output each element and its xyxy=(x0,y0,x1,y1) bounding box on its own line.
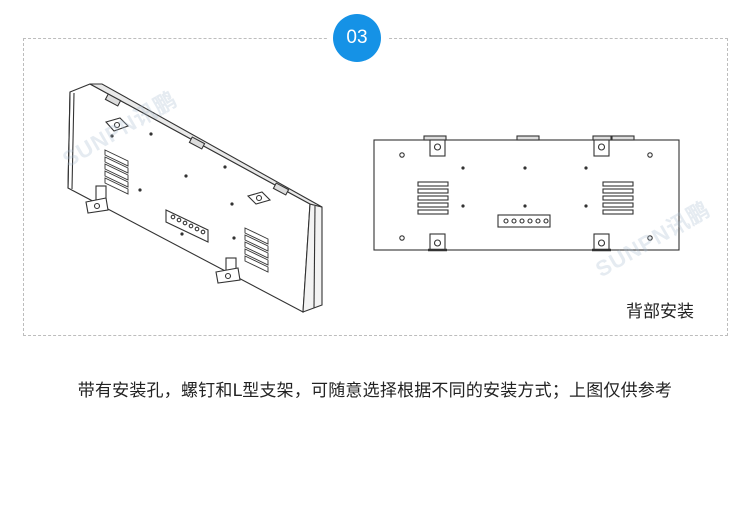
rear-view-label: 背部安装 xyxy=(626,302,694,322)
step-number-badge: 03 xyxy=(333,14,381,62)
installation-caption: 带有安装孔，螺钉和L型支架，可随意选择根据不同的安装方式；上图仅供参考 xyxy=(77,381,673,401)
